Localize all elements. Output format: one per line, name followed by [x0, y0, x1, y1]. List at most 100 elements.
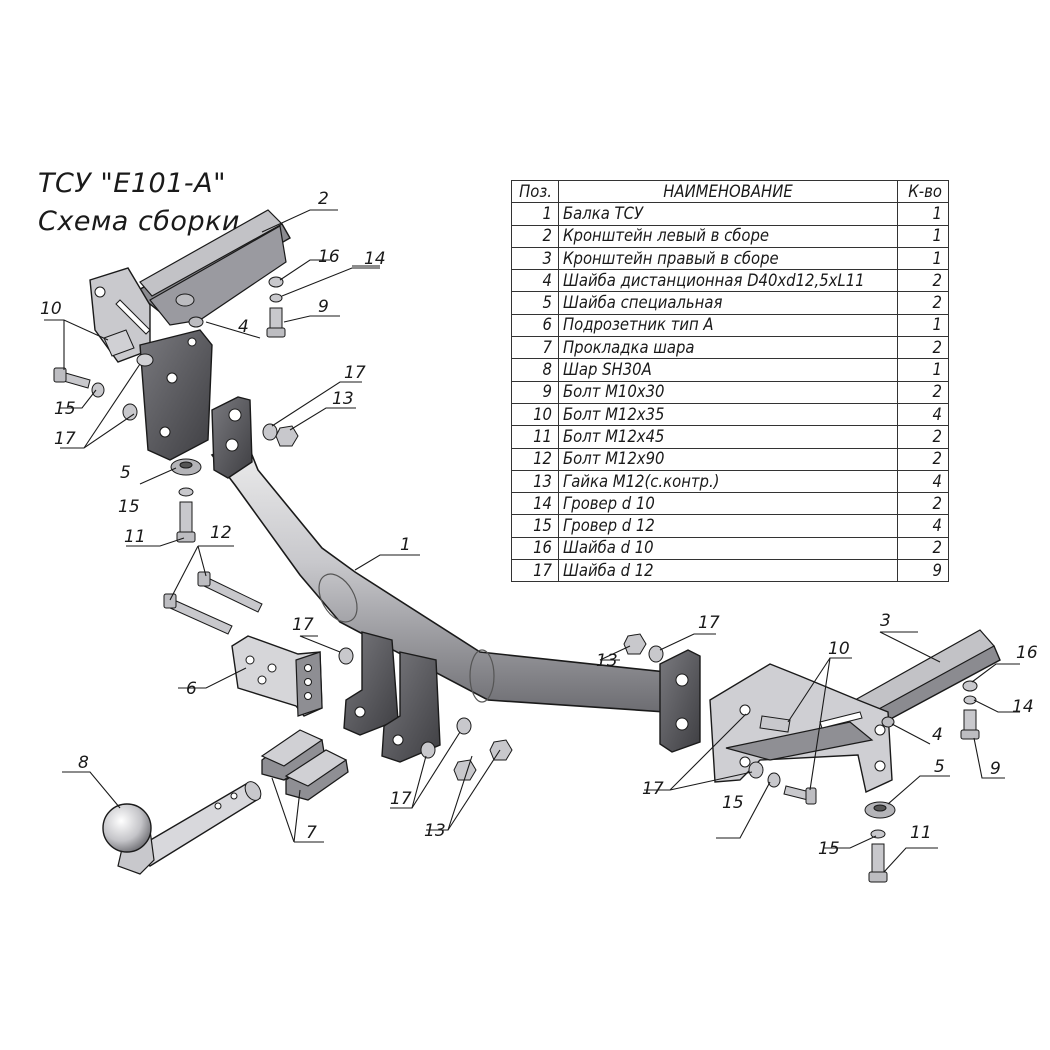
plate-hole — [304, 664, 312, 672]
row-name: Шар SH30A — [558, 358, 898, 382]
row-qty: 1 — [897, 313, 949, 338]
row-qty: 4 — [897, 402, 949, 427]
left-bracket-side — [139, 329, 213, 461]
nut-13-b1 — [453, 759, 477, 781]
callout-11-right: 11 — [910, 823, 932, 843]
row-qty: 2 — [897, 291, 949, 315]
ball-pads — [260, 729, 349, 801]
row-pos: 11 — [511, 425, 559, 449]
callout-14-left: 14 — [364, 249, 386, 269]
callout-5-left: 5 — [120, 463, 131, 483]
plate-hole — [257, 675, 267, 685]
washer-17-right — [648, 645, 664, 663]
right-bracket-web — [725, 721, 874, 761]
washer-17-rb — [748, 761, 764, 779]
plate-hole — [392, 734, 404, 746]
washer-17-left — [122, 403, 138, 421]
callout-16-right: 16 — [1016, 643, 1038, 663]
row-qty: 9 — [897, 559, 949, 583]
leader-lines — [44, 209, 1020, 873]
row-qty: 1 — [897, 358, 949, 382]
callout-15-left: 15 — [54, 399, 76, 419]
plate-hole — [874, 724, 886, 736]
washer — [136, 353, 154, 367]
callout-16-left: 16 — [318, 247, 340, 267]
row-qty: 4 — [897, 514, 949, 538]
row-name: Кронштейн правый в сборе — [558, 246, 898, 271]
bolt-head — [960, 729, 980, 740]
washer-17-b1 — [420, 741, 436, 759]
right-bracket — [709, 629, 1001, 794]
row-pos: 4 — [511, 269, 559, 293]
row-qty: 2 — [897, 380, 949, 404]
row-name: Болт М10x30 — [558, 380, 898, 404]
plate-hole — [874, 760, 886, 772]
callout-17-right: 17 — [698, 613, 720, 633]
plate-hole — [739, 704, 751, 716]
callout-17-top: 17 — [344, 363, 366, 383]
callout-10-right: 10 — [828, 639, 850, 659]
spacer — [881, 716, 895, 728]
bolt-head — [266, 327, 286, 338]
beam-hitch-plate — [343, 631, 399, 736]
row-qty: 2 — [897, 536, 949, 561]
nut-13-top — [275, 425, 299, 447]
callout-15-right: 15 — [722, 793, 744, 813]
bolt-12-b — [169, 599, 233, 635]
bolt-head — [197, 571, 211, 587]
washer-17-b2 — [456, 717, 472, 735]
special-washer-inner — [179, 461, 193, 469]
callout-17-left: 17 — [54, 429, 76, 449]
washer-17-mid — [338, 647, 354, 665]
row-qty: 2 — [897, 492, 949, 516]
row-qty: 1 — [897, 246, 949, 271]
beam-left-plate — [211, 396, 253, 479]
bolt — [103, 329, 135, 357]
header-pos: Поз. — [511, 179, 559, 204]
row-qty: 4 — [897, 469, 949, 494]
callout-11-left: 11 — [124, 527, 146, 547]
fasteners — [53, 276, 980, 883]
grover-14-left — [269, 293, 283, 303]
slot — [115, 299, 151, 335]
row-name: Болт М12x35 — [558, 402, 898, 427]
callout-14-right: 14 — [1012, 697, 1034, 717]
row-name: Болт М12x90 — [558, 447, 898, 471]
bolt-head — [868, 871, 888, 883]
left-bracket-rail-top — [139, 209, 283, 297]
plate-hole — [675, 717, 689, 731]
callout-2: 2 — [318, 189, 329, 209]
beam-hitch-plate — [381, 651, 441, 763]
header-qty: К-во — [897, 179, 949, 204]
row-qty: 1 — [897, 224, 949, 248]
socket-plate — [231, 635, 323, 717]
left-bracket — [89, 209, 291, 461]
callout-5-right: 5 — [934, 757, 945, 777]
row-qty: 2 — [897, 447, 949, 471]
row-name: Балка ТСУ — [558, 202, 898, 226]
callout-15-right2: 15 — [818, 839, 840, 859]
special-washer-inner — [873, 804, 887, 812]
row-qty: 2 — [897, 425, 949, 449]
row-pos: 14 — [511, 492, 559, 516]
plate-hole — [675, 673, 689, 687]
washer-16-right — [962, 680, 978, 692]
washer-16-left — [268, 276, 284, 288]
grover-15-left — [178, 487, 194, 497]
row-name: Болт М12x45 — [558, 425, 898, 449]
spacer — [188, 316, 204, 328]
row-name: Прокладка шара — [558, 336, 898, 360]
ball-pad-top — [260, 729, 324, 767]
bolt-head — [53, 367, 67, 383]
row-pos: 13 — [511, 469, 559, 494]
grover-15-right — [870, 829, 886, 839]
row-name: Кронштейн левый в сборе — [558, 224, 898, 248]
